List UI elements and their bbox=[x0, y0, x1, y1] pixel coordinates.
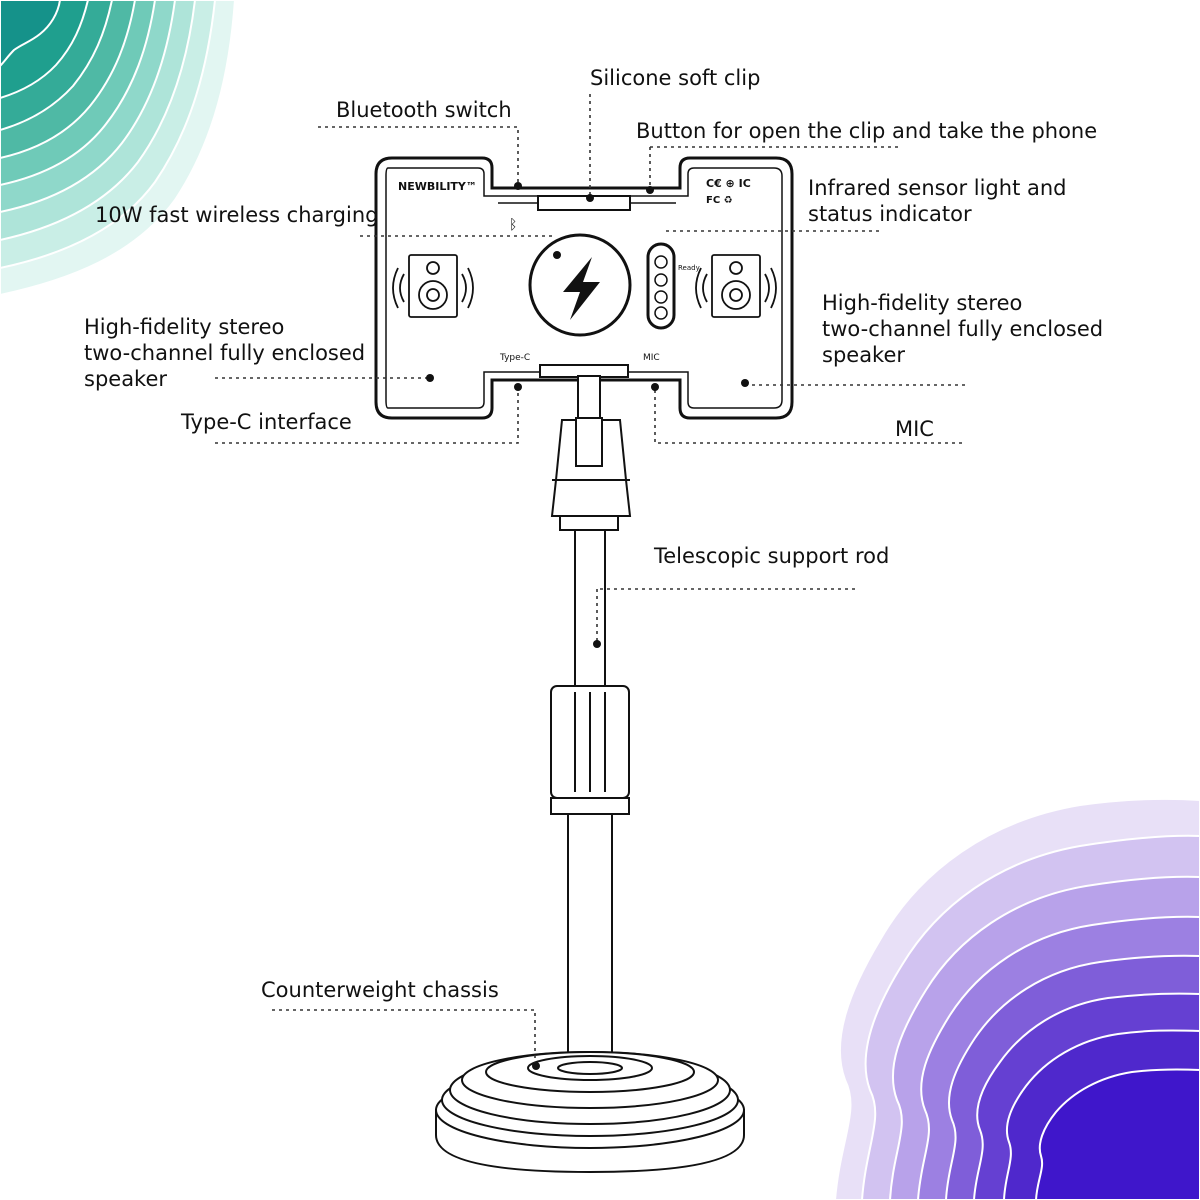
label-speaker-left: High-fidelity stereo two-channel fully e… bbox=[84, 315, 366, 391]
counterweight-chassis bbox=[435, 1051, 745, 1174]
certification-marks-bottom: FC ♻ bbox=[706, 195, 733, 206]
brand-logo: NEWBILITY™ bbox=[398, 180, 477, 193]
status-indicator-strip bbox=[646, 242, 676, 330]
mic-port-label: MIC bbox=[643, 353, 660, 363]
label-counterweight-chassis: Counterweight chassis bbox=[261, 978, 499, 1002]
silicone-soft-clip bbox=[498, 195, 676, 211]
label-type-c-interface: Type-C interface bbox=[181, 410, 352, 434]
bluetooth-icon: ᛒ bbox=[509, 217, 517, 233]
wireless-charging-pad bbox=[528, 233, 632, 337]
decorative-teal-waves bbox=[0, 0, 237, 297]
label-mic: MIC bbox=[895, 417, 934, 441]
label-bluetooth-switch: Bluetooth switch bbox=[336, 98, 512, 122]
label-release-button: Button for open the clip and take the ph… bbox=[636, 119, 1098, 143]
holder-joint bbox=[550, 375, 632, 531]
label-infrared-sensor: Infrared sensor light and status indicat… bbox=[808, 176, 1067, 226]
indicator-ready-label: Ready bbox=[678, 264, 700, 272]
callout-dots bbox=[426, 182, 749, 1070]
callout-leaders bbox=[215, 94, 965, 1065]
label-telescopic-rod: Telescopic support rod bbox=[654, 544, 890, 568]
left-speaker-icon bbox=[392, 254, 474, 318]
lightning-bolt-icon bbox=[563, 257, 600, 320]
decorative-purple-waves bbox=[833, 797, 1200, 1200]
label-speaker-right: High-fidelity stereo two-channel fully e… bbox=[822, 291, 1104, 367]
telescopic-support-rod bbox=[550, 529, 630, 1069]
label-silicone-soft-clip: Silicone soft clip bbox=[590, 66, 761, 90]
label-wireless-charging: 10W fast wireless charging bbox=[95, 203, 379, 227]
phone-holder bbox=[374, 156, 794, 420]
certification-marks-top: C€ ⊕ IC bbox=[706, 177, 751, 190]
type-c-port-label: Type-C bbox=[499, 353, 530, 363]
right-speaker-icon bbox=[695, 254, 777, 318]
